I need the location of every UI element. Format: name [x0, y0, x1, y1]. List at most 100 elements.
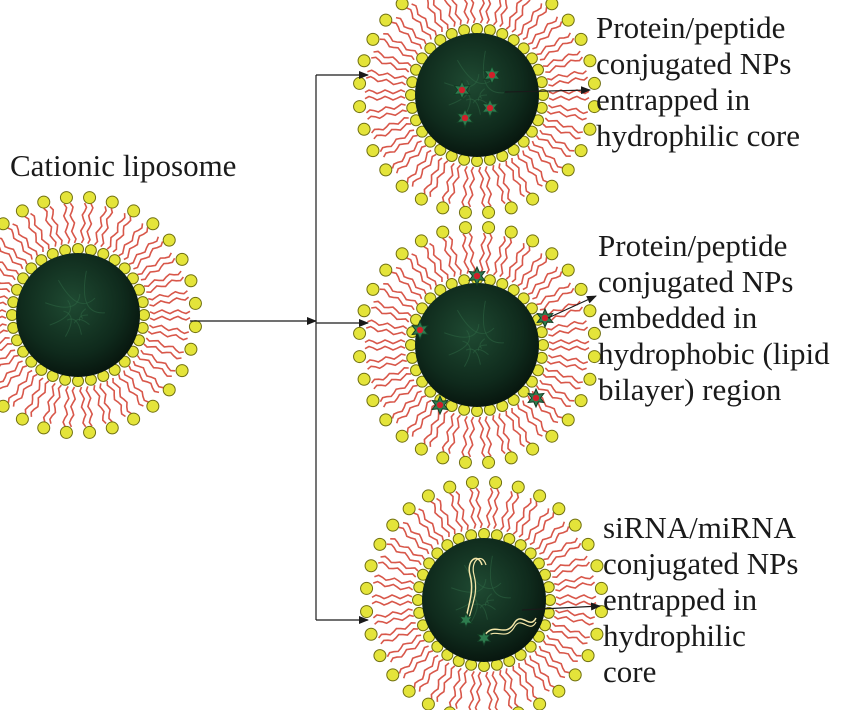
lipid-tail — [432, 0, 449, 30]
core-texture-line — [479, 338, 486, 349]
star-center — [532, 394, 540, 402]
lipid-tail — [112, 377, 132, 415]
lipid-head — [587, 76, 601, 90]
lipid-tail — [149, 296, 190, 307]
lipid-tail — [505, 0, 523, 30]
lipid-tail — [429, 160, 449, 197]
lipid-head — [471, 155, 483, 167]
lipid-tail — [461, 233, 470, 274]
lipid-head — [37, 421, 51, 435]
lipid-tail — [545, 306, 584, 324]
lipid-tail — [24, 215, 44, 253]
hydrophilic-core — [415, 33, 539, 157]
lipid-tail — [554, 609, 596, 620]
lipid-head — [574, 144, 588, 158]
lipid-tail — [391, 21, 423, 50]
lipid-tail — [383, 283, 419, 305]
lipid-tail — [484, 416, 493, 457]
lipid-tail — [546, 110, 587, 121]
lipid-tail — [529, 512, 555, 546]
core-texture — [444, 300, 504, 367]
lipid-tail — [0, 295, 9, 300]
lipid-tail — [499, 0, 508, 28]
lipid-head — [6, 309, 18, 321]
lipid-head — [533, 697, 547, 711]
lipid-tail — [546, 70, 587, 81]
core-texture-line — [489, 555, 511, 599]
lipid-head — [162, 383, 176, 397]
lipid-head — [561, 13, 575, 27]
lipid-head — [366, 394, 380, 408]
lipid-head — [402, 684, 416, 698]
lipid-tail — [517, 404, 543, 437]
lipid-tail — [391, 140, 422, 169]
lipid-head — [421, 697, 435, 711]
lipid-tail — [367, 359, 408, 370]
lipid-tail — [143, 270, 182, 288]
lipid-tail — [395, 16, 427, 45]
lipid-tail — [545, 56, 584, 74]
lipid-tail — [62, 385, 70, 427]
lipid-tail — [429, 242, 449, 280]
lipid-tail — [423, 157, 443, 195]
core-texture-line — [448, 329, 470, 356]
lipid-tail — [536, 282, 572, 306]
core-texture-line — [486, 593, 493, 604]
lipid-head — [537, 339, 549, 351]
lipid-tail — [538, 645, 570, 674]
lipid-tail — [527, 16, 559, 45]
lipid-head — [414, 192, 428, 206]
lipid-tail — [373, 122, 412, 140]
lipid-head — [364, 559, 378, 573]
lipid-tail — [147, 290, 188, 301]
lipid-tail — [136, 355, 172, 377]
lipid-tail — [123, 370, 149, 403]
lipid-head — [37, 195, 51, 209]
core-texture-line — [66, 318, 82, 335]
lipid-tail — [389, 639, 425, 663]
lipid-tail — [371, 594, 413, 600]
lipid-tail — [43, 207, 57, 247]
label-line: entrapped in — [603, 582, 758, 617]
label-line: conjugated NPs — [598, 264, 794, 299]
lipid-head — [414, 234, 428, 248]
lipid-tail — [511, 157, 531, 195]
lipid-tail — [441, 162, 455, 203]
lipid-head — [583, 54, 597, 68]
lipid-tail — [378, 561, 417, 578]
lipid-tail — [379, 129, 415, 153]
lipid-head — [184, 274, 198, 288]
lipid-tail — [380, 627, 419, 645]
lipid-tail — [491, 671, 500, 712]
lipid-tail — [478, 232, 487, 274]
lipid-tail — [370, 116, 409, 134]
lipid-tail — [549, 555, 588, 573]
lipid-head — [118, 355, 131, 368]
lipid-tail — [492, 414, 506, 455]
lipid-head — [545, 429, 559, 443]
lipid-tail — [395, 395, 427, 424]
lipid-tail — [539, 37, 575, 61]
lipid-tail — [371, 56, 410, 73]
source-label: Cationic liposome — [10, 148, 237, 183]
label-line: conjugated NPs — [603, 546, 799, 581]
lipid-head — [0, 399, 10, 413]
lipid-head — [587, 100, 601, 114]
lipid-head — [504, 225, 518, 239]
lipid-tail — [461, 165, 469, 207]
lipid-tail — [499, 491, 513, 531]
lipid-head — [424, 385, 437, 398]
lipid-head — [395, 0, 409, 11]
lipid-head — [15, 204, 29, 218]
lipid-tail — [430, 662, 450, 700]
protein-conjugate — [468, 265, 486, 287]
lipid-tail — [0, 336, 10, 345]
lipid-tail — [418, 508, 444, 541]
lipid-tail — [534, 650, 566, 679]
lipid-tail — [386, 543, 422, 566]
lipid-tail — [475, 487, 483, 529]
lipid-tail — [69, 202, 77, 244]
lipid-tail — [468, 488, 477, 529]
lipid-tail — [548, 339, 590, 345]
lipid-tail — [149, 315, 191, 321]
